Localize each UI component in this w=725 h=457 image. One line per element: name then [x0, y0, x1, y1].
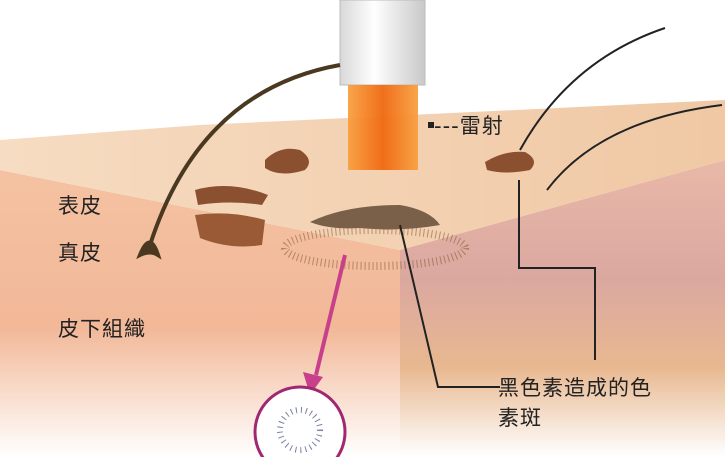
label-pigment-line1: 黑色素造成的色: [498, 376, 652, 400]
arrow-head: [303, 372, 323, 395]
leader-line: [546, 104, 723, 191]
magnified-view: [253, 385, 347, 457]
leader-line: [518, 180, 596, 360]
magnified-dots: [277, 407, 323, 453]
pigment-spot: [265, 148, 309, 174]
laser-device: [339, 0, 426, 86]
leader-line: [519, 27, 666, 151]
label-pigment-line2: 素斑: [498, 406, 542, 430]
hair: [148, 63, 341, 246]
magnify-arrow: [314, 254, 347, 376]
label-dermis: 真皮: [58, 241, 102, 265]
label-laser: ---雷射: [434, 114, 504, 138]
skin-top-surface: [0, 100, 725, 250]
laser-beam: [348, 85, 418, 170]
label-subcutaneous: 皮下組織: [58, 317, 146, 341]
pigment-spot-target: [310, 205, 440, 230]
label-epidermis: 表皮: [58, 194, 102, 218]
pigment-spot: [485, 151, 534, 173]
skin-side-face: [400, 160, 725, 457]
pigment-dots: [281, 226, 469, 270]
skin-front-face: [0, 170, 400, 457]
laser-label-dot: [428, 122, 434, 128]
pigment-spot: [195, 213, 265, 247]
hair-bulb: [136, 240, 162, 260]
leader-line: [399, 224, 500, 388]
pigment-spot: [195, 186, 268, 205]
